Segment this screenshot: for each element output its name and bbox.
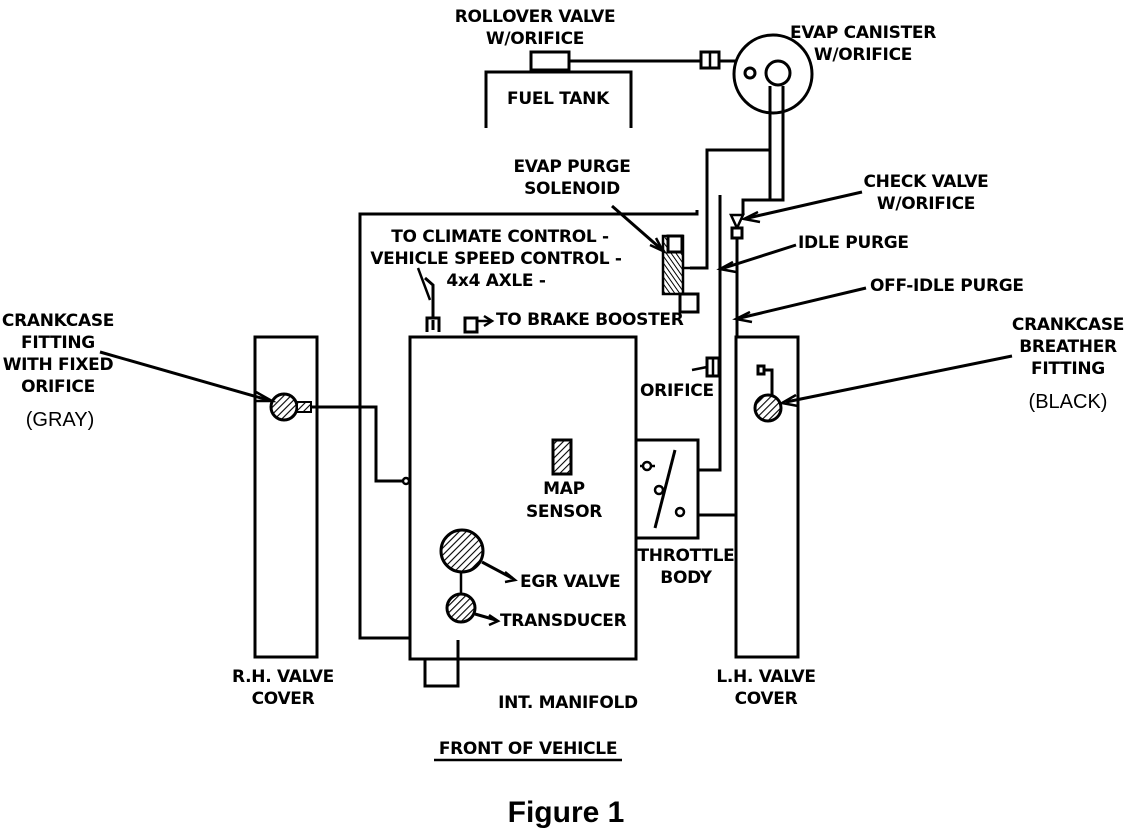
svg-text:BODY: BODY	[660, 568, 712, 588]
leader-lines	[99, 190, 1013, 468]
label-idle-purge: IDLE PURGE	[798, 233, 909, 253]
label-gray: (GRAY)	[26, 409, 95, 431]
label-int-manifold: INT. MANIFOLD	[498, 693, 638, 713]
label-orifice: ORIFICE	[640, 381, 714, 401]
label-throttle-body: THROTTLE	[638, 546, 735, 566]
brake-booster-port	[463, 316, 479, 334]
label-crankcase-fitting: CRANKCASE	[2, 311, 114, 331]
label-off-idle-purge: OFF-IDLE PURGE	[870, 276, 1024, 296]
svg-text:COVER: COVER	[252, 689, 315, 709]
evap-purge-solenoid	[661, 234, 700, 314]
label-black: (BLACK)	[1029, 391, 1108, 413]
label-fuel-tank: FUEL TANK	[507, 89, 610, 109]
crankcase-breather-black	[753, 393, 783, 423]
label-map-sensor: MAP	[543, 479, 585, 499]
svg-text:BREATHER: BREATHER	[1019, 337, 1117, 357]
rollover-valve	[529, 50, 571, 72]
svg-text:W/ORIFICE: W/ORIFICE	[814, 45, 912, 65]
label-rh-valve-cover: R.H. VALVE	[232, 667, 334, 687]
evap-canister	[732, 33, 814, 115]
label-front-of-vehicle: FRONT OF VEHICLE	[439, 739, 617, 759]
labels: ROLLOVER VALVE W/ORIFICE FUEL TANK EVAP …	[2, 7, 1124, 829]
label-evap-purge-solenoid: EVAP PURGE	[513, 157, 630, 177]
transducer	[445, 592, 477, 624]
svg-text:SENSOR: SENSOR	[526, 502, 602, 522]
figure-caption: Figure 1	[508, 796, 625, 829]
svg-text:WITH FIXED: WITH FIXED	[3, 355, 114, 375]
label-brake-booster: TO BRAKE BOOSTER	[496, 310, 684, 330]
label-crankcase-breather: CRANKCASE	[1012, 315, 1124, 335]
label-check-valve: CHECK VALVE	[863, 172, 988, 192]
canister-line-b	[741, 86, 785, 215]
svg-text:VEHICLE SPEED CONTROL -: VEHICLE SPEED CONTROL -	[370, 249, 622, 269]
label-lh-valve-cover: L.H. VALVE	[716, 667, 815, 687]
svg-text:FITTING: FITTING	[21, 333, 95, 353]
crankcase-fitting-gray	[269, 392, 299, 422]
svg-text:ORIFICE: ORIFICE	[21, 377, 95, 397]
manifold-bottom-port	[423, 640, 460, 688]
label-evap-canister: EVAP CANISTER	[790, 23, 936, 43]
svg-text:W/ORIFICE: W/ORIFICE	[877, 194, 975, 214]
climate-port	[424, 276, 435, 330]
throttle-body	[634, 438, 700, 540]
lh-valve-cover	[734, 335, 800, 659]
rh-valve-cover	[253, 335, 319, 659]
svg-text:FITTING: FITTING	[1031, 359, 1105, 379]
svg-text:4x4 AXLE -: 4x4 AXLE -	[446, 271, 545, 291]
svg-text:W/ORIFICE: W/ORIFICE	[486, 29, 584, 49]
svg-text:SOLENOID: SOLENOID	[524, 179, 620, 199]
egr-valve	[439, 528, 485, 574]
crankcase-line-rh	[311, 405, 404, 483]
label-rollover-valve: ROLLOVER VALVE	[455, 7, 616, 27]
off-idle-purge-port	[674, 506, 686, 518]
svg-text:COVER: COVER	[735, 689, 798, 709]
label-climate-control: TO CLIMATE CONTROL -	[391, 227, 609, 247]
label-transducer: TRANSDUCER	[500, 611, 627, 631]
map-sensor	[551, 438, 573, 476]
climate-loop	[358, 210, 699, 640]
label-egr-valve: EGR VALVE	[520, 572, 620, 592]
purge-line-upper	[690, 110, 772, 270]
check-valve	[729, 213, 745, 240]
